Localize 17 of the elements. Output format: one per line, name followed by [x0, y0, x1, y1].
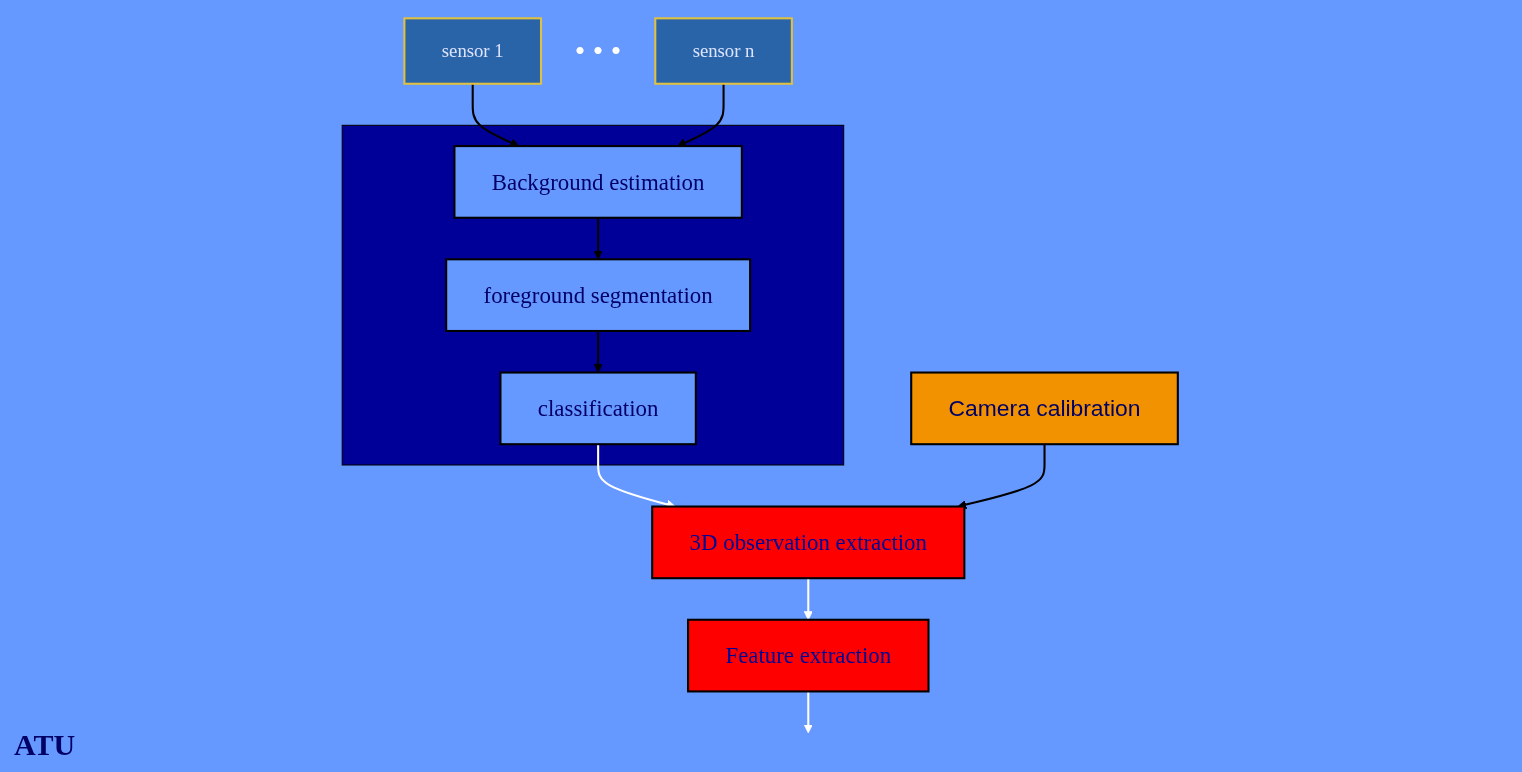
node-box: Feature extraction — [687, 618, 930, 693]
arrow — [803, 691, 813, 734]
note-text: ATU — [14, 728, 76, 762]
node-box: Camera calibration — [910, 371, 1179, 446]
node-box: foreground segmentation — [445, 258, 752, 333]
node-box: sensor 1 — [403, 17, 543, 85]
node-box: 3D observation extraction — [651, 505, 966, 580]
arrow — [471, 83, 520, 147]
arrow — [593, 331, 603, 373]
arrow — [593, 217, 603, 260]
arrow — [957, 444, 1046, 510]
note-text: • • • — [574, 34, 622, 69]
node-box: Background estimation — [453, 145, 743, 219]
node-box: classification — [499, 371, 697, 446]
node-box: sensor n — [654, 17, 793, 85]
cluster — [341, 124, 845, 466]
arrow — [677, 83, 725, 147]
